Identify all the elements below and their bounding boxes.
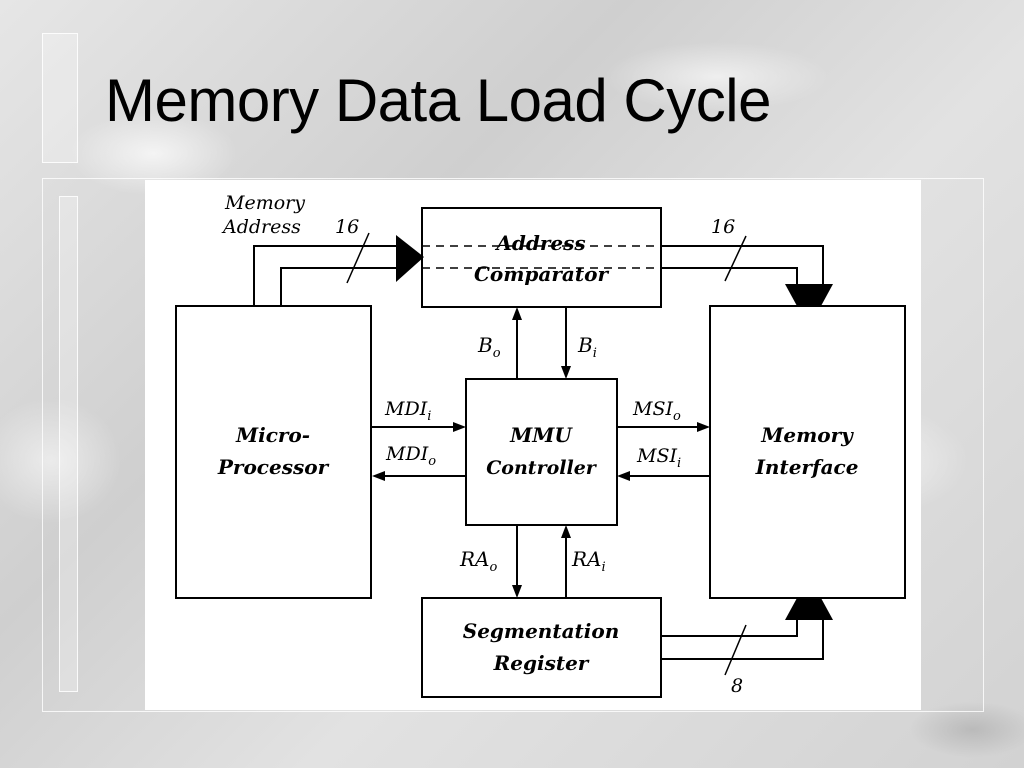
bus-width-label-left: 16 [335,216,359,238]
mdi-o-arrowhead [372,471,385,481]
signal-label-ra-i: RAi [571,547,606,575]
mmu-controller-label-line2: Controller [486,457,598,479]
bus-width-label-right: 16 [711,216,735,238]
memory-interface-label-line2: Interface [755,455,859,479]
address-comparator-label-line2: Comparator [474,262,609,286]
signal-label-b-i-main: B [577,333,593,357]
mdi-i-arrowhead [453,422,466,432]
ra-o-arrowhead [512,585,522,598]
slide-content-frame [42,178,984,712]
memory-interface-label-line1: Memory [760,423,854,447]
signal-label-msi-i-main: MSI [636,445,677,467]
address-bus-to-memory-outer [661,245,824,284]
memory-address-label-line2: Address [221,216,301,238]
signal-label-msi-o: MSIo [632,398,681,424]
signal-label-b-i-sub: i [593,346,597,361]
signal-label-b-o-sub: o [493,346,501,361]
signal-label-msi-i: MSIi [636,445,681,471]
address-bus-to-memory-inner [661,267,798,284]
msi-o-arrowhead [697,422,710,432]
microprocessor-block [175,305,372,599]
bus-width-label-bottom: 8 [731,675,743,697]
address-bus-line-outer [253,245,396,306]
signal-label-mdi-o: MDIo [385,443,436,469]
signal-label-msi-o-main: MSI [632,398,673,420]
signal-label-mdi-o-sub: o [428,454,436,469]
b-i-arrowhead [561,366,571,379]
bus-slash-left [346,232,370,284]
bus-slash-right [724,235,747,282]
microprocessor-label-line2: Processor [217,455,330,479]
signal-label-mdi-i-sub: i [427,409,431,424]
signal-label-mdi-i-main: MDI [384,398,428,420]
memory-interface-block [709,305,906,599]
signal-label-mdi-i: MDIi [384,398,431,424]
microprocessor-label-line1: Micro- [235,423,310,447]
decorative-bar-top [42,33,78,163]
mmu-controller-block [465,378,618,526]
slide-title: Memory Data Load Cycle [105,67,771,134]
segment-bus-lower [661,620,824,660]
signal-label-ra-i-main: RA [571,547,602,571]
address-comparator-block [421,207,662,308]
signal-label-ra-i-sub: i [602,560,606,575]
signal-label-ra-o-main: RA [459,547,490,571]
b-o-arrowhead [512,307,522,320]
memory-address-label-line1: Memory [224,192,305,214]
signal-label-b-o: Bo [477,333,501,361]
address-bus-line-inner [280,267,396,306]
signal-label-b-o-main: B [477,333,493,357]
mmu-controller-label-line1: MMU [509,423,573,447]
msi-i-arrowhead [617,471,630,481]
ra-i-arrowhead [561,525,571,538]
address-input-triangle [396,235,424,282]
address-comparator-label-line1: Address [494,231,585,255]
signal-label-mdi-o-main: MDI [385,443,429,465]
memory-interface-top-connector [785,284,833,306]
block-diagram: Address Comparator Micro- Processor MMU … [145,180,921,710]
bus-slash-bottom [724,624,747,676]
decorative-bar-left [59,196,78,692]
signal-label-ra-o-sub: o [490,560,498,575]
segmentation-register-label-line1: Segmentation [463,619,620,643]
signal-label-ra-o: RAo [459,547,498,575]
memory-interface-bottom-connector [785,598,833,620]
signal-label-msi-o-sub: o [673,409,681,424]
segmentation-register-block [421,597,662,698]
segmentation-register-label-line2: Register [493,651,590,675]
signal-label-msi-i-sub: i [677,456,681,471]
signal-label-b-i: Bi [577,333,597,361]
segment-bus-upper [661,620,798,637]
